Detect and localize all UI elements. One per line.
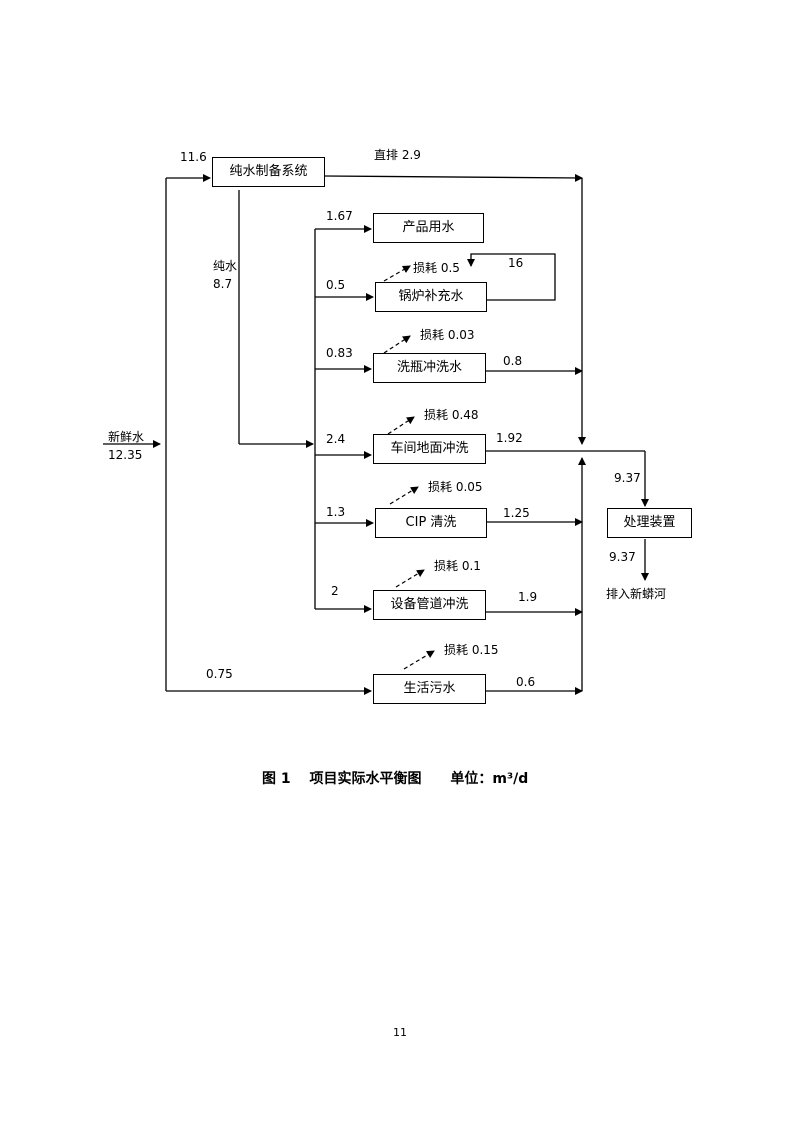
cip-cleaning-box: CIP 清洗 xyxy=(375,508,487,538)
boiler-loss-label: 损耗 0.5 xyxy=(413,261,460,275)
boiler-loss-arrow xyxy=(383,265,411,282)
floor-out-value: 1.92 xyxy=(496,431,523,445)
to-floor-value: 2.4 xyxy=(326,432,346,446)
to-product-value: 1.67 xyxy=(326,209,353,223)
to-treatment-value: 9.37 xyxy=(614,471,641,485)
figure-unit: 单位：m³/d xyxy=(450,771,529,787)
cip-out-value: 1.25 xyxy=(503,506,530,520)
treatment-unit-box: 处理装置 xyxy=(607,508,692,538)
to-cip-value: 1.3 xyxy=(326,505,346,519)
treatment-out-value: 9.37 xyxy=(609,550,636,564)
cip-loss-arrow xyxy=(389,486,419,505)
to-pipe-value: 2 xyxy=(331,584,339,598)
discharge-target-label: 排入新蟒河 xyxy=(606,587,667,601)
pure-water-label: 纯水 xyxy=(213,259,238,273)
bottle-washing-box: 洗瓶冲洗水 xyxy=(373,353,486,383)
boiler-loop-value: 16 xyxy=(508,256,524,270)
boiler-makeup-box: 锅炉补充水 xyxy=(375,282,487,312)
floor-washing-box: 车间地面冲洗 xyxy=(373,434,486,464)
floor-loss-label: 损耗 0.48 xyxy=(424,408,479,422)
floor-loss-arrow xyxy=(387,416,415,435)
bottle-out-value: 0.8 xyxy=(503,354,523,368)
pipe-flushing-box: 设备管道冲洗 xyxy=(373,590,486,620)
pipe-loss-label: 损耗 0.1 xyxy=(434,559,481,573)
direct-discharge-label: 直排 2.9 xyxy=(374,148,421,162)
pure-water-system-box: 纯水制备系统 xyxy=(212,157,325,187)
fresh-water-value: 12.35 xyxy=(108,448,143,462)
bottle-loss-arrow xyxy=(383,335,411,354)
fresh-water-label: 新鲜水 xyxy=(108,430,145,444)
domestic-out-value: 0.6 xyxy=(516,675,536,689)
pure-water-value: 8.7 xyxy=(213,277,233,291)
product-water-box: 产品用水 xyxy=(373,213,484,243)
page-number: 11 xyxy=(393,1026,407,1039)
pipe-out-value: 1.9 xyxy=(518,590,538,604)
to-pure-system-value: 11.6 xyxy=(180,150,207,164)
direct-discharge-arrow xyxy=(324,173,583,182)
boiler-loop-arrow xyxy=(467,253,556,301)
to-bottle-value: 0.83 xyxy=(326,346,353,360)
to-domestic-value: 0.75 xyxy=(206,667,233,681)
bottle-loss-label: 损耗 0.03 xyxy=(420,328,475,342)
pipe-loss-arrow xyxy=(395,569,425,588)
domestic-loss-label: 损耗 0.15 xyxy=(444,643,499,657)
to-boiler-value: 0.5 xyxy=(326,278,346,292)
cip-loss-label: 损耗 0.05 xyxy=(428,480,483,494)
figure-number: 图 1 xyxy=(262,771,291,787)
figure-title: 项目实际水平衡图 xyxy=(309,771,422,787)
domestic-loss-arrow xyxy=(403,650,435,670)
figure-caption: 图 1 项目实际水平衡图 单位：m³/d xyxy=(262,768,528,788)
domestic-sewage-box: 生活污水 xyxy=(373,674,486,704)
